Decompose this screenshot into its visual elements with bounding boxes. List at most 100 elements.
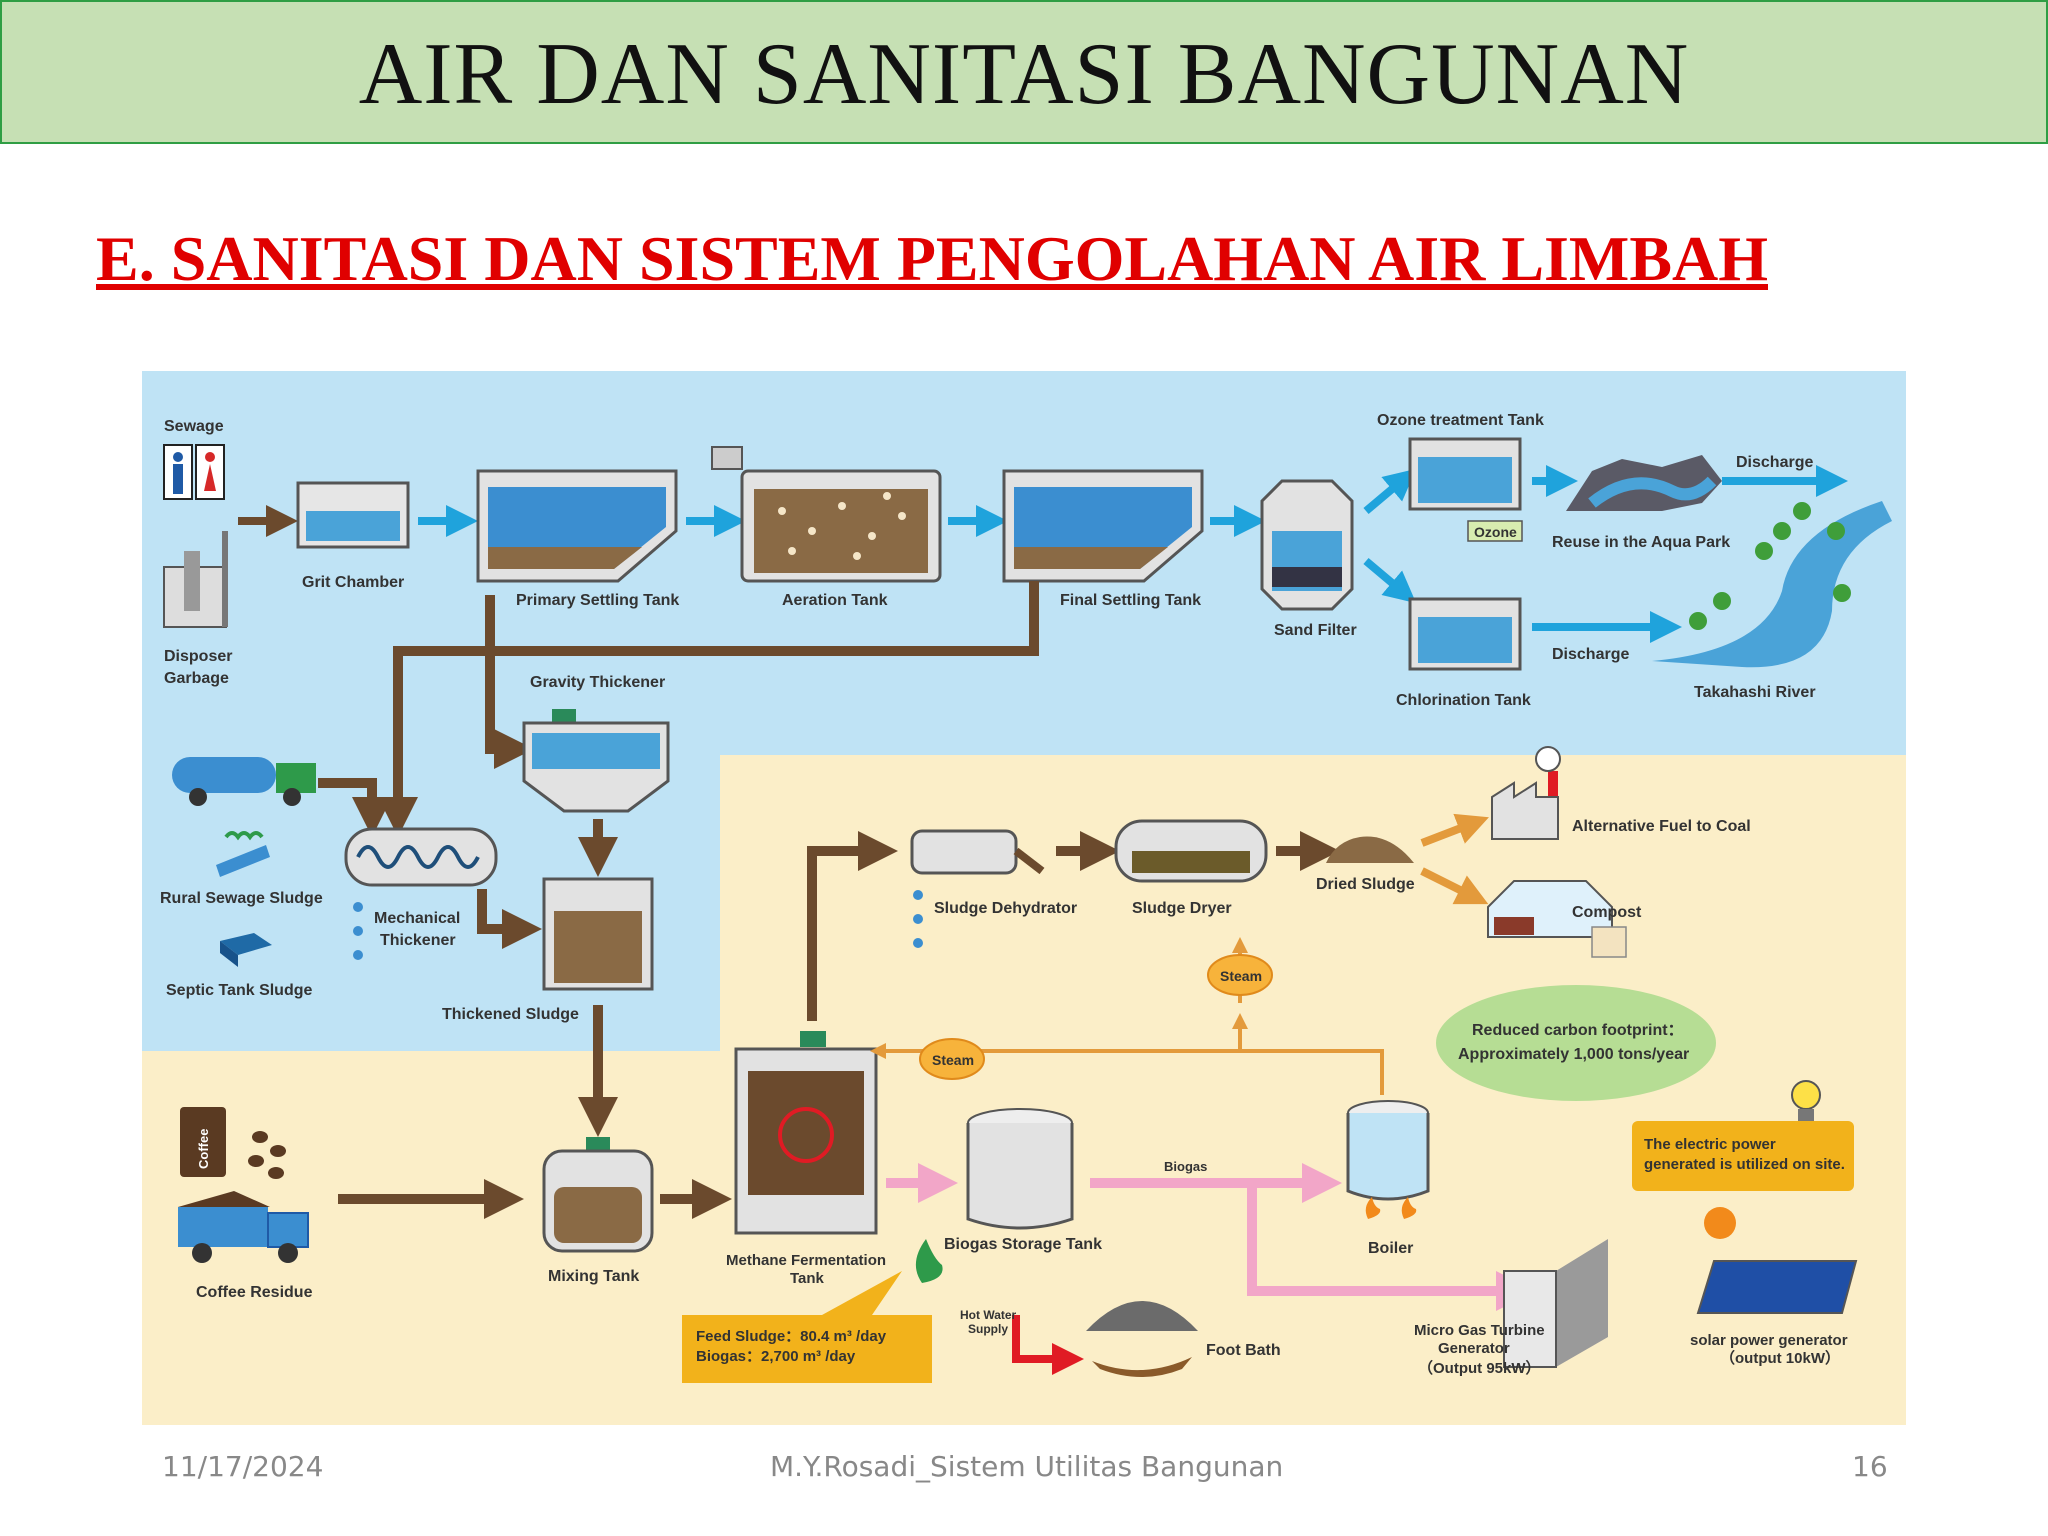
label-alternative-fuel: Alternative Fuel to Coal xyxy=(1572,818,1751,835)
greenhouse-icon xyxy=(1487,880,1627,958)
thickened-sludge-tank-icon xyxy=(542,877,654,991)
mixing-tank-icon xyxy=(542,1137,654,1253)
biogas-storage-tank-icon xyxy=(966,1108,1074,1230)
label-garbage: Garbage xyxy=(164,670,229,687)
label-sludge-dryer: Sludge Dryer xyxy=(1132,900,1232,917)
takahashi-river-icon xyxy=(1652,501,1892,668)
primary-settling-tank-icon xyxy=(476,469,678,583)
label-gravity-thickener: Gravity Thickener xyxy=(530,674,665,691)
label-sewage: Sewage xyxy=(164,418,224,435)
methane-fermentation-tank-icon xyxy=(734,1031,878,1235)
label-boiler: Boiler xyxy=(1368,1240,1413,1257)
label-dried-sludge: Dried Sludge xyxy=(1316,876,1415,893)
label-hot-water: Hot Water xyxy=(960,1308,1017,1322)
sun-icon xyxy=(1704,1207,1736,1239)
ozone-generator xyxy=(1467,520,1523,542)
label-chlorination-tank: Chlorination Tank xyxy=(1396,692,1531,709)
aeration-tank-icon xyxy=(711,446,942,583)
carbon-footprint-badge xyxy=(1436,985,1716,1101)
label-solar-1: solar power generator xyxy=(1690,1332,1848,1349)
label-discharge-top: Discharge xyxy=(1736,454,1813,471)
sand-filter-icon xyxy=(1260,479,1354,611)
label-turbine-2: Generator xyxy=(1438,1340,1510,1357)
rural-sludge-truck-icon xyxy=(172,757,316,806)
label-coffee-residue: Coffee Residue xyxy=(196,1284,313,1301)
label-biogas: Biogas xyxy=(1164,1159,1207,1174)
light-bulb-icon xyxy=(1791,1080,1821,1121)
septic-tank-icon xyxy=(220,933,272,967)
factory-icon xyxy=(1491,746,1561,840)
diagram-canvas: Sewage Disposer Garbage Grit Chamber Pri… xyxy=(142,371,1906,1425)
steam-cloud-left-icon xyxy=(919,1038,985,1080)
sludge-dehydrator-icon xyxy=(910,829,1045,875)
foot-bath-icon xyxy=(1086,1301,1198,1377)
feed-sludge-callout xyxy=(682,1239,943,1383)
garbage-disposer-icon xyxy=(163,531,228,628)
slide-subtitle: E. SANITASI DAN SISTEM PENGOLAHAN AIR LI… xyxy=(96,223,1768,294)
label-ozone-treatment-tank: Ozone treatment Tank xyxy=(1377,412,1544,429)
label-methane-tank: Tank xyxy=(790,1270,825,1287)
final-settling-tank-icon xyxy=(1002,469,1204,583)
label-solar-2: （output 10kW） xyxy=(1720,1349,1840,1367)
water-drops-icon xyxy=(913,890,923,948)
micro-gas-turbine-icon xyxy=(1503,1239,1608,1368)
water-drops-icon xyxy=(353,902,363,960)
label-primary-settling-tank: Primary Settling Tank xyxy=(516,592,679,609)
grit-chamber-icon xyxy=(296,481,410,549)
label-septic-tank-sludge: Septic Tank Sludge xyxy=(166,982,313,999)
label-aqua-park: Reuse in the Aqua Park xyxy=(1552,534,1730,551)
label-sand-filter: Sand Filter xyxy=(1274,622,1357,639)
aqua-park-icon xyxy=(1566,455,1722,511)
label-grit-chamber: Grit Chamber xyxy=(302,574,404,591)
label-compost: Compost xyxy=(1572,904,1642,921)
label-aeration-tank: Aeration Tank xyxy=(782,592,888,609)
coffee-residue-truck-icon xyxy=(178,1191,309,1263)
label-steam-right: Steam xyxy=(1220,968,1262,984)
label-turbine-3: （Output 95kW） xyxy=(1418,1359,1541,1377)
label-mixing-tank: Mixing Tank xyxy=(548,1268,639,1285)
sludge-dryer-icon xyxy=(1114,819,1268,883)
label-biogas-storage: Biogas Storage Tank xyxy=(944,1236,1102,1253)
label-power-1: The electric power xyxy=(1644,1136,1776,1153)
label-ozone: Ozone xyxy=(1474,524,1517,540)
footer-author: M.Y.Rosadi_Sistem Utilitas Bangunan xyxy=(770,1450,1284,1483)
coffee-beans-icon xyxy=(248,1131,286,1179)
mechanical-thickener-icon xyxy=(344,827,498,887)
label-methane-fermentation: Methane Fermentation xyxy=(726,1252,886,1269)
label-mechanical: Mechanical xyxy=(374,910,460,927)
steam-cloud-right-icon xyxy=(1207,954,1273,996)
label-takahashi-river: Takahashi River xyxy=(1694,684,1816,701)
label-disposer: Disposer xyxy=(164,648,232,665)
label-carbon-1: Reduced carbon footprint： xyxy=(1472,1022,1684,1039)
label-thickened-sludge: Thickened Sludge xyxy=(442,1006,579,1023)
label-feed-biogas: Biogas：2,700 m³ /day xyxy=(696,1348,856,1365)
chlorination-tank-icon xyxy=(1408,597,1522,671)
rural-sewage-sludge-icon xyxy=(216,831,270,877)
label-sludge-dehydrator: Sludge Dehydrator xyxy=(934,900,1077,917)
ozone-treatment-tank-icon xyxy=(1408,437,1522,511)
label-foot-bath: Foot Bath xyxy=(1206,1342,1281,1359)
footer-date: 11/17/2024 xyxy=(162,1450,324,1483)
wastewater-treatment-diagram: Sewage Disposer Garbage Grit Chamber Pri… xyxy=(142,371,1906,1425)
gravity-thickener-icon xyxy=(522,709,670,813)
label-turbine-1: Micro Gas Turbine xyxy=(1414,1322,1545,1339)
label-power-2: generated is utilized on site. xyxy=(1644,1156,1845,1173)
solar-panel-icon xyxy=(1696,1260,1858,1314)
label-thickener: Thickener xyxy=(380,932,456,949)
footer-page-number: 16 xyxy=(1852,1450,1888,1483)
sewage-icon xyxy=(163,444,225,500)
boiler-icon xyxy=(1346,1100,1430,1219)
label-discharge-bottom: Discharge xyxy=(1552,646,1629,663)
title-bar: AIR DAN SANITASI BANGUNAN xyxy=(0,0,2048,144)
label-rural-sewage-sludge: Rural Sewage Sludge xyxy=(160,890,323,907)
label-coffee-can: Coffee xyxy=(196,1129,211,1169)
label-final-settling-tank: Final Settling Tank xyxy=(1060,592,1201,609)
dried-sludge-icon xyxy=(1326,836,1414,863)
label-supply: Supply xyxy=(968,1322,1008,1336)
label-steam-left: Steam xyxy=(932,1052,974,1068)
slide-title: AIR DAN SANITASI BANGUNAN xyxy=(358,26,1690,123)
label-feed-sludge: Feed Sludge：80.4 m³ /day xyxy=(696,1328,887,1345)
label-carbon-2: Approximately 1,000 tons/year xyxy=(1458,1046,1689,1063)
coffee-can-icon xyxy=(180,1107,226,1177)
electric-power-callout xyxy=(1632,1121,1854,1191)
